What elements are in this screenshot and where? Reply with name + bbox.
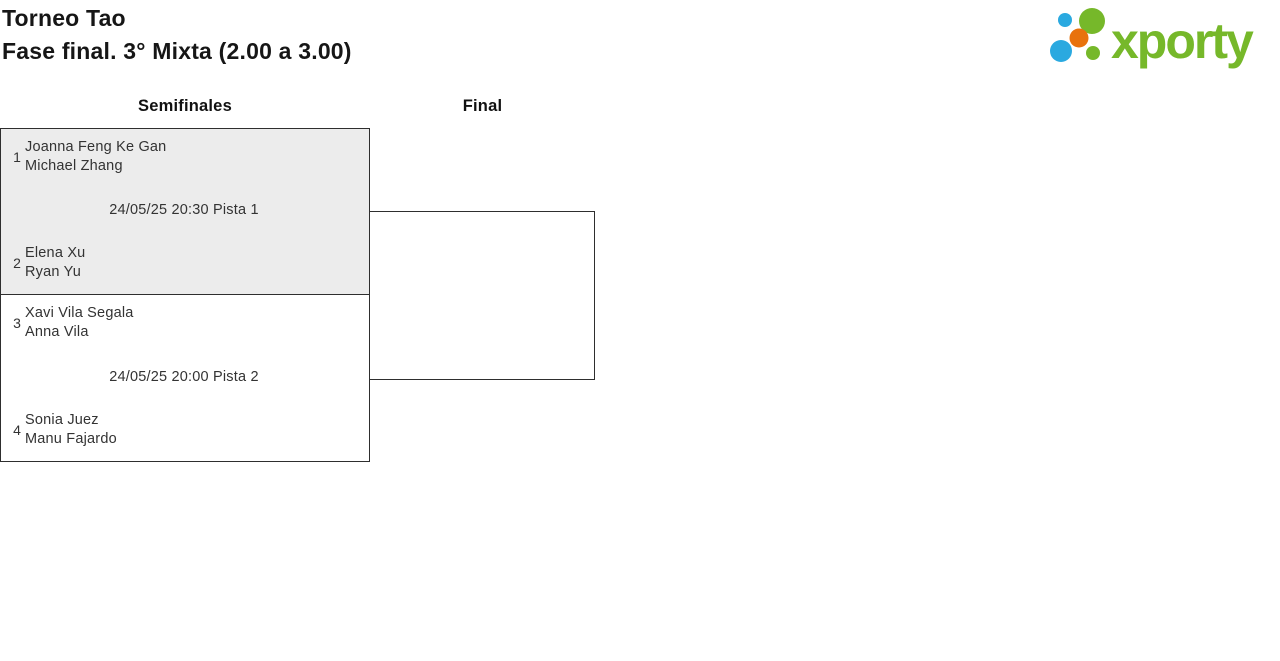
player-name: Sonia Juez: [25, 412, 99, 428]
seed-number: 1: [13, 149, 21, 165]
player-name: Elena Xu: [25, 245, 86, 261]
team-row: 3 Xavi Vila Segala Anna Vila: [9, 304, 359, 342]
seed-number: 4: [13, 422, 21, 438]
phase-subtitle: Fase final. 3° Mixta (2.00 a 3.00): [2, 38, 352, 64]
team-row: 4 Sonia Juez Manu Fajardo: [9, 411, 359, 449]
player-name: Xavi Vila Segala: [25, 305, 134, 321]
logo-dots-icon: [1050, 8, 1105, 62]
xporty-logo: xporty: [1048, 0, 1280, 72]
round-header-final: Final: [462, 97, 503, 115]
player-name: Anna Vila: [25, 324, 89, 340]
team-row: 2 Elena Xu Ryan Yu: [9, 244, 359, 282]
match-semifinal-2[interactable]: 3 Xavi Vila Segala Anna Vila 24/05/25 20…: [0, 294, 370, 462]
player-name: Ryan Yu: [25, 264, 81, 280]
seed-number: 3: [13, 315, 21, 331]
logo-wordmark: xporty: [1111, 13, 1254, 69]
match-semifinal-1[interactable]: 1 Joanna Feng Ke Gan Michael Zhang 24/05…: [0, 128, 370, 295]
team-row: 1 Joanna Feng Ke Gan Michael Zhang: [9, 138, 359, 176]
round-header-semifinales: Semifinales: [138, 97, 232, 115]
player-name: Manu Fajardo: [25, 431, 117, 447]
tournament-title: Torneo Tao: [2, 5, 126, 31]
match-schedule: 24/05/25 20:30 Pista 1: [109, 202, 259, 218]
player-name: Michael Zhang: [25, 158, 123, 174]
seed-number: 2: [13, 255, 21, 271]
final-match-slot: [369, 211, 595, 380]
player-name: Joanna Feng Ke Gan: [25, 139, 167, 155]
match-schedule: 24/05/25 20:00 Pista 2: [109, 368, 259, 385]
